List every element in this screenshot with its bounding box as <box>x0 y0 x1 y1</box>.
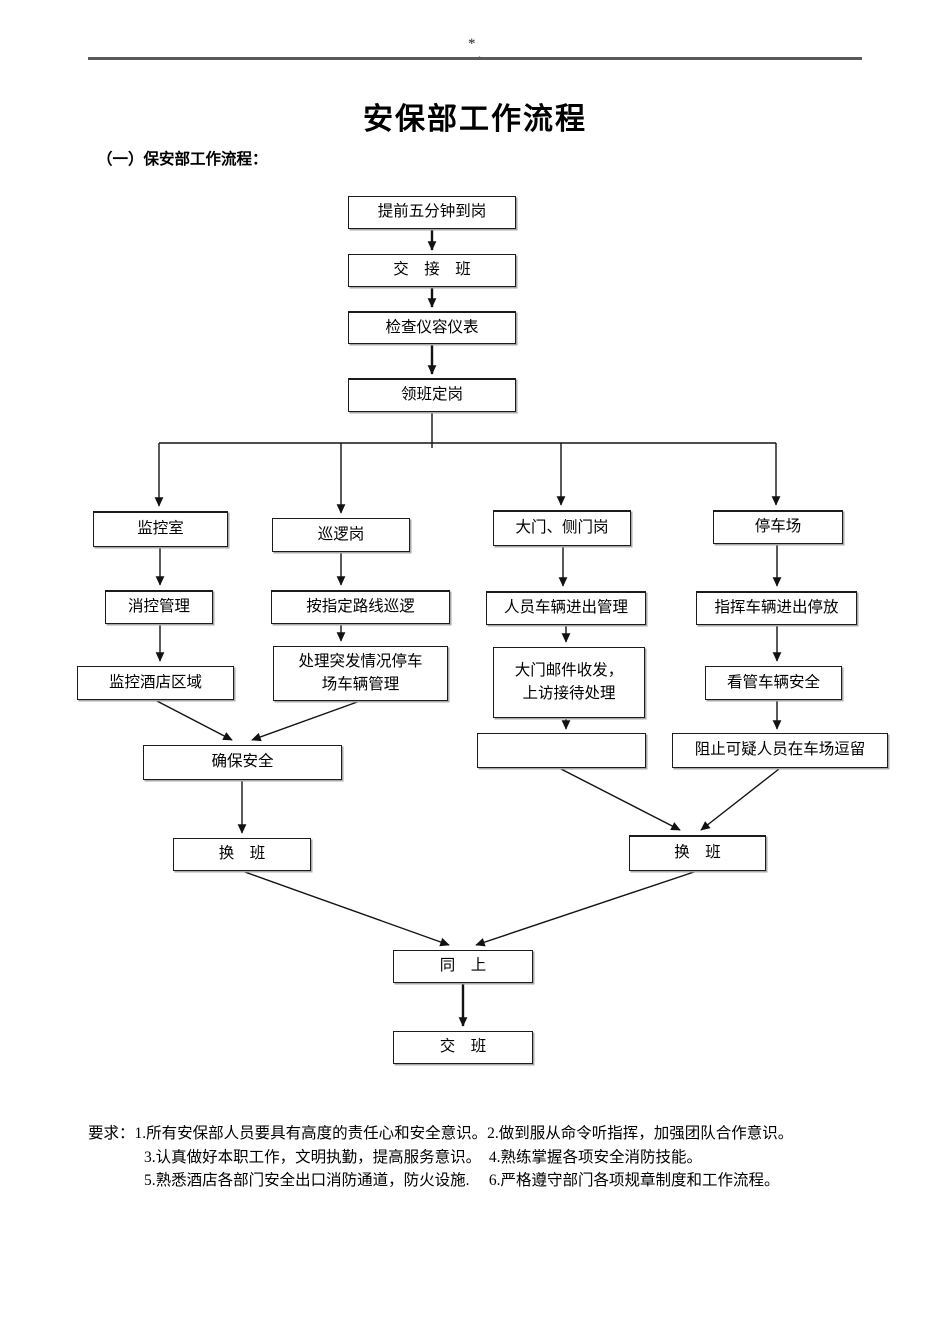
node-shift-change-left: 换 班 <box>173 838 311 871</box>
node-personnel-vehicle-access: 人员车辆进出管理 <box>486 591 646 625</box>
header-comma-mark: , <box>478 46 482 61</box>
requirements-block: 要求：1.所有安保部人员要具有高度的责任心和安全意识。2.做到服从命令听指挥，加… <box>88 1122 878 1193</box>
node-parking-lot: 停车场 <box>713 510 843 544</box>
node-empty <box>477 733 646 768</box>
node-leader-assign-post: 领班定岗 <box>348 378 516 412</box>
section-heading: （一）保安部工作流程： <box>97 151 268 168</box>
node-gate-mail-reception: 大门邮件收发， 上访接待处理 <box>493 647 645 718</box>
node-fire-control-management: 消控管理 <box>105 590 213 624</box>
node-arrive-early: 提前五分钟到岗 <box>348 196 516 229</box>
page-title: 安保部工作流程 <box>363 103 587 136</box>
node-gate-side-door-post: 大门、侧门岗 <box>493 510 631 546</box>
header-rule <box>88 57 862 60</box>
node-shift-change-right: 换 班 <box>629 835 766 871</box>
node-monitoring-room: 监控室 <box>93 511 228 547</box>
node-patrol-designated-route: 按指定路线巡逻 <box>271 590 450 624</box>
node-monitor-hotel-area: 监控酒店区域 <box>77 666 234 700</box>
node-appearance-check: 检查仪容仪表 <box>348 311 516 344</box>
requirements-line-1: 要求：1.所有安保部人员要具有高度的责任心和安全意识。2.做到服从命令听指挥，加… <box>88 1125 794 1142</box>
requirements-line-3: 5.熟悉酒店各部门安全出口消防通道，防火设施. 6.严格遵守部门各项规章制度和工… <box>144 1172 780 1189</box>
node-same-as-above: 同 上 <box>393 950 533 983</box>
header-asterisk-mark: * <box>468 36 476 52</box>
node-stop-suspicious-person: 阻止可疑人员在车场逗留 <box>672 733 888 768</box>
requirements-line-2: 3.认真做好本职工作，文明执勤，提高服务意识。 4.熟练掌握各项安全消防技能。 <box>144 1148 703 1166</box>
node-patrol-post: 巡逻岗 <box>272 518 410 552</box>
node-final-shift-handover: 交 班 <box>393 1031 533 1064</box>
node-shift-handover: 交 接 班 <box>348 254 516 287</box>
node-guard-vehicle-safety: 看管车辆安全 <box>705 666 842 700</box>
node-ensure-safety: 确保安全 <box>143 745 342 780</box>
node-direct-vehicle-parking: 指挥车辆进出停放 <box>696 591 857 625</box>
node-handle-emergencies-parking: 处理突发情况停车 场车辆管理 <box>273 646 448 701</box>
